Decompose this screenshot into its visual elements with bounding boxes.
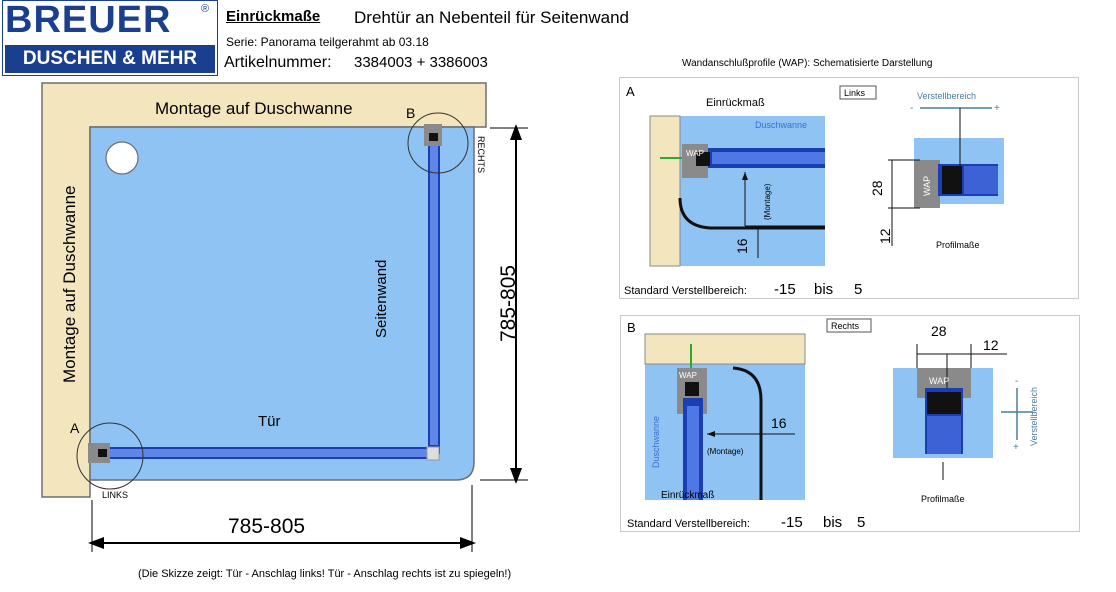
wap-b-inner <box>429 133 438 141</box>
panel-b-einrueckmass: Einrückmaß <box>661 490 714 501</box>
logo-tagline: DUSCHEN & MEHR <box>22 48 198 69</box>
panel-b-profilmasse: Profilmaße <box>921 494 965 504</box>
detail-a-letter: A <box>70 420 80 436</box>
header-serie: Serie: Panorama teilgerahmt ab 03.18 <box>226 35 429 49</box>
panel-a-wap-profile: WAP <box>922 176 932 196</box>
detail-circle-b <box>407 112 469 174</box>
panel-a-duschwanne: Duschwanne <box>755 120 807 130</box>
dim-arrow-down <box>510 468 522 484</box>
panel-a-std-to: 5 <box>854 281 862 298</box>
panel-a-dim-12: 12 <box>877 228 893 244</box>
article-value: 3384003 + 3386003 <box>354 54 488 71</box>
shower-plan: Montage auf Duschwanne Montage auf Dusch… <box>41 82 528 552</box>
panel-b-dim-16: 16 <box>771 415 787 431</box>
logo-bar <box>5 45 215 73</box>
dim-horizontal-label: 785-805 <box>228 515 305 538</box>
shower-tray <box>89 126 475 481</box>
door-label: Tür <box>258 413 281 430</box>
panel-a-std-from: -15 <box>774 281 796 298</box>
header-title: Einrückmaße <box>226 8 321 25</box>
brand-logo: BREUER ® DUSCHEN & MEHR <box>2 0 218 76</box>
panel-b-plus: + <box>1013 442 1019 453</box>
panel-b-verstellbereich: Verstellbereich <box>1029 387 1039 446</box>
panel-b-montage: (Montage) <box>707 447 744 456</box>
panel-b-dim-28: 28 <box>931 323 947 339</box>
left-wall-label: Montage auf Duschwanne <box>60 185 79 383</box>
panel-b-side-tag-box <box>826 318 872 333</box>
links-label: LINKS <box>102 490 128 500</box>
panel-b-std-from: -15 <box>781 514 803 531</box>
sketch-caption: (Die Skizze zeigt: Tür - Anschlag links!… <box>138 568 512 580</box>
panel-a-minus: - <box>910 103 913 114</box>
corner-joint <box>426 446 440 461</box>
door-glass <box>104 449 428 457</box>
panel-a-tray-edge <box>678 197 825 230</box>
top-wall-label: Montage auf Duschwanne <box>155 99 353 118</box>
panel-a-std-label: Standard Verstellbereich: <box>624 285 747 297</box>
logo-registered-mark: ® <box>201 3 210 15</box>
panel-b-duschwanne: Duschwanne <box>651 416 661 468</box>
panel-a-std-bis: bis <box>814 281 833 298</box>
panel-b-std-to: 5 <box>857 514 865 531</box>
side-wall-label: Seitenwand <box>373 260 390 338</box>
wap-a-inner <box>98 449 107 457</box>
panel-a-wap: WAP <box>686 149 704 158</box>
panel-b-minus: - <box>1015 376 1018 387</box>
dim-arrow-left <box>88 537 104 549</box>
panel-b-tray-edge <box>732 366 763 500</box>
panel-a-dim-28: 28 <box>869 180 885 196</box>
detail-b-letter: B <box>406 105 415 121</box>
dim-arrow-right <box>460 537 476 549</box>
detail-panel-a: A Einrückmaß Links (Montage) 16 Duschwan… <box>619 77 1079 299</box>
panel-a-montage: (Montage) <box>763 183 772 220</box>
panel-b-std-label: Standard Verstellbereich: <box>627 518 750 530</box>
detail-circle-a <box>76 422 144 490</box>
dim-vertical-label: 785-805 <box>497 265 520 342</box>
wap-section-title: Wandanschlußprofile (WAP): Schematisiert… <box>682 58 933 69</box>
side-wall-glass <box>430 140 438 445</box>
panel-b-letter: B <box>627 320 636 335</box>
panel-a-side-tag: Links <box>844 88 866 98</box>
panel-b-wap-profile: WAP <box>929 376 949 386</box>
panel-b-dim-12: 12 <box>983 337 999 353</box>
dim-arrow-up <box>510 124 522 140</box>
panel-a-letter: A <box>626 84 635 99</box>
panel-a-wall <box>649 115 681 267</box>
rechts-label: RECHTS <box>476 136 486 173</box>
logo-wordmark: BREUER <box>5 0 172 41</box>
panel-a-verstellbereich: Verstellbereich <box>917 91 976 101</box>
panel-b-wap: WAP <box>679 371 697 380</box>
panel-b-side-tag: Rechts <box>831 321 860 331</box>
panel-a-einrueckmass: Einrückmaß <box>706 97 765 109</box>
drain-icon <box>105 141 139 175</box>
header-subtitle: Drehtür an Nebenteil für Seitenwand <box>354 8 629 27</box>
detail-panel-b: B Rechts WAP (Montage) 16 Duschwanne Ein… <box>620 315 1080 532</box>
panel-b-std-bis: bis <box>823 514 842 531</box>
panel-a-profilmasse: Profilmaße <box>936 240 980 250</box>
panel-a-plus: + <box>994 103 1000 114</box>
panel-b-wall <box>644 333 806 365</box>
panel-a-dim-16: 16 <box>734 238 750 254</box>
article-label: Artikelnummer: <box>224 54 332 71</box>
panel-a-side-tag-box <box>839 85 877 100</box>
